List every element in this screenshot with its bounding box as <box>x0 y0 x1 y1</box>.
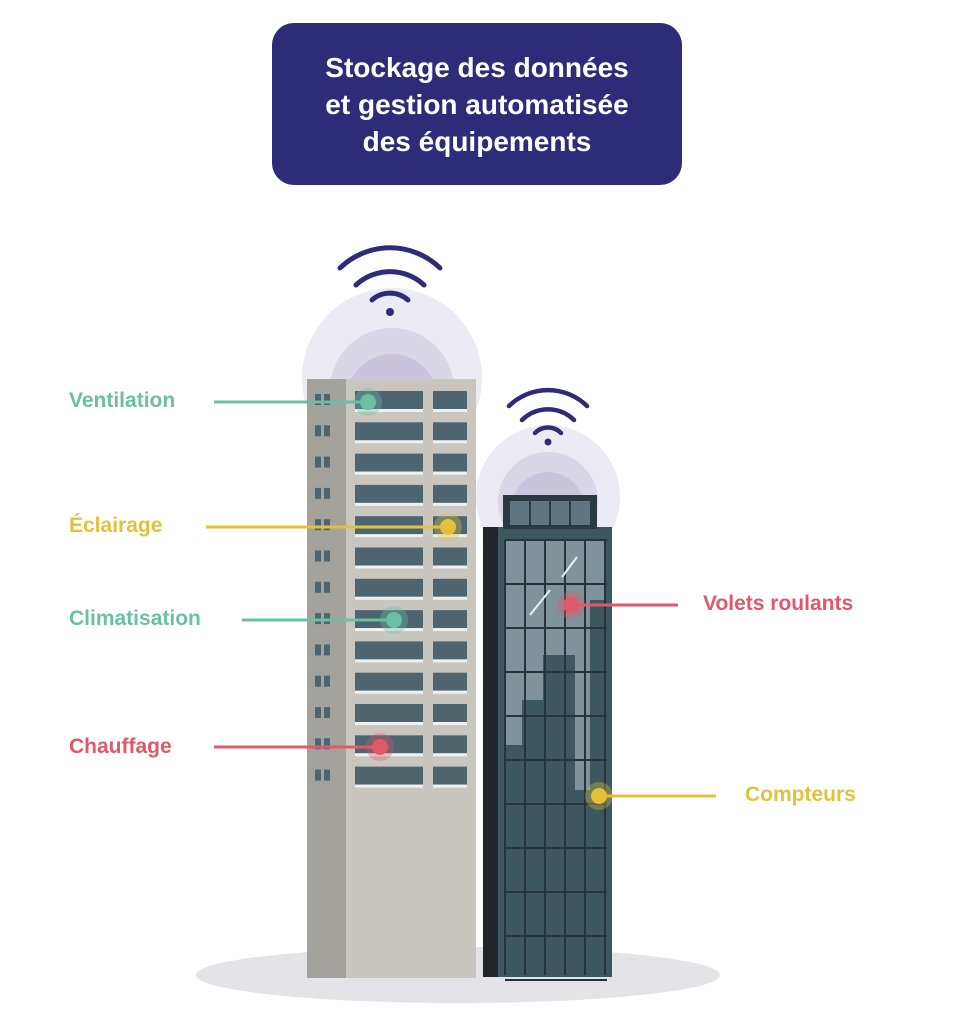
window <box>355 534 423 538</box>
eclairage-sensor-dot <box>434 513 462 541</box>
window <box>315 644 321 656</box>
window <box>315 487 321 499</box>
window <box>355 704 423 722</box>
window <box>355 722 423 725</box>
window <box>355 628 423 632</box>
window <box>433 672 467 691</box>
window <box>324 738 330 750</box>
window <box>433 440 467 444</box>
window <box>324 456 330 468</box>
window <box>433 547 467 566</box>
window <box>324 487 330 499</box>
chauffage-sensor-dot <box>366 733 394 761</box>
window <box>433 596 467 600</box>
ventilation-sensor-dot <box>354 388 382 416</box>
window <box>324 550 330 562</box>
window <box>315 456 321 468</box>
window <box>433 453 467 472</box>
window <box>315 425 321 437</box>
window <box>433 735 467 754</box>
window <box>355 547 423 566</box>
volets-sensor-dot <box>557 591 585 619</box>
window <box>355 484 423 503</box>
window <box>355 471 423 475</box>
window <box>433 422 467 441</box>
window <box>355 641 423 660</box>
window <box>433 704 467 722</box>
label-chauffage: Chauffage <box>69 735 172 758</box>
window <box>324 675 330 687</box>
window <box>433 578 467 597</box>
window <box>433 753 467 757</box>
window <box>355 659 423 663</box>
window <box>324 394 330 405</box>
window <box>433 784 467 788</box>
left-building <box>307 379 476 978</box>
title-banner: Stockage des données et gestion automati… <box>272 23 682 185</box>
window <box>355 784 423 788</box>
window <box>324 425 330 437</box>
window <box>355 766 423 785</box>
window <box>355 753 423 757</box>
window <box>355 440 423 444</box>
label-eclairage: Éclairage <box>69 514 163 537</box>
window <box>324 519 330 531</box>
window <box>433 610 467 629</box>
label-compteurs: Compteurs <box>745 783 856 806</box>
window <box>433 391 467 409</box>
window <box>355 409 423 412</box>
window <box>324 581 330 593</box>
window <box>315 519 321 531</box>
window <box>355 422 423 441</box>
window <box>315 394 321 405</box>
right-building <box>483 495 612 981</box>
window <box>315 550 321 562</box>
window <box>433 641 467 660</box>
window <box>315 769 321 781</box>
wifi-icon <box>506 387 590 446</box>
page-title: Stockage des données et gestion automati… <box>325 51 629 157</box>
window <box>355 596 423 600</box>
window <box>355 578 423 597</box>
window <box>324 644 330 656</box>
window <box>433 628 467 632</box>
window <box>315 738 321 750</box>
climatisation-sensor-dot <box>380 606 408 634</box>
window <box>433 409 467 412</box>
window <box>355 690 423 694</box>
label-ventilation: Ventilation <box>69 389 176 412</box>
wifi-icon <box>337 245 443 316</box>
window <box>433 722 467 725</box>
window <box>433 565 467 569</box>
window <box>355 516 423 535</box>
window <box>355 502 423 506</box>
window <box>324 769 330 781</box>
window <box>433 484 467 503</box>
window <box>315 675 321 687</box>
window <box>355 735 423 754</box>
window <box>433 534 467 538</box>
window <box>433 659 467 663</box>
window <box>355 453 423 472</box>
compteurs-sensor-dot <box>585 782 613 810</box>
label-climatisation: Climatisation <box>69 607 201 630</box>
window <box>433 502 467 506</box>
window <box>433 766 467 785</box>
window <box>315 581 321 593</box>
window <box>433 471 467 475</box>
window <box>324 707 330 718</box>
window <box>355 672 423 691</box>
window <box>355 565 423 569</box>
label-volets-roulants: Volets roulants <box>703 592 854 615</box>
window <box>433 690 467 694</box>
window <box>315 707 321 718</box>
